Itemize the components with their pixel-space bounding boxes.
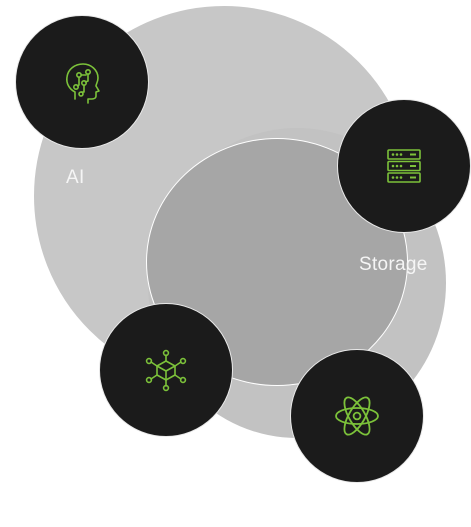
- ai-node: [15, 15, 149, 149]
- network-node: [99, 303, 233, 437]
- storage-label: Storage: [359, 254, 428, 275]
- science-node: [290, 349, 424, 483]
- server-rack-icon: [384, 146, 424, 186]
- network-cube-icon: [143, 347, 189, 393]
- ai-head-icon: [59, 59, 105, 105]
- storage-node: [337, 99, 471, 233]
- atom-icon: [333, 392, 381, 440]
- ai-label: AI: [66, 167, 85, 188]
